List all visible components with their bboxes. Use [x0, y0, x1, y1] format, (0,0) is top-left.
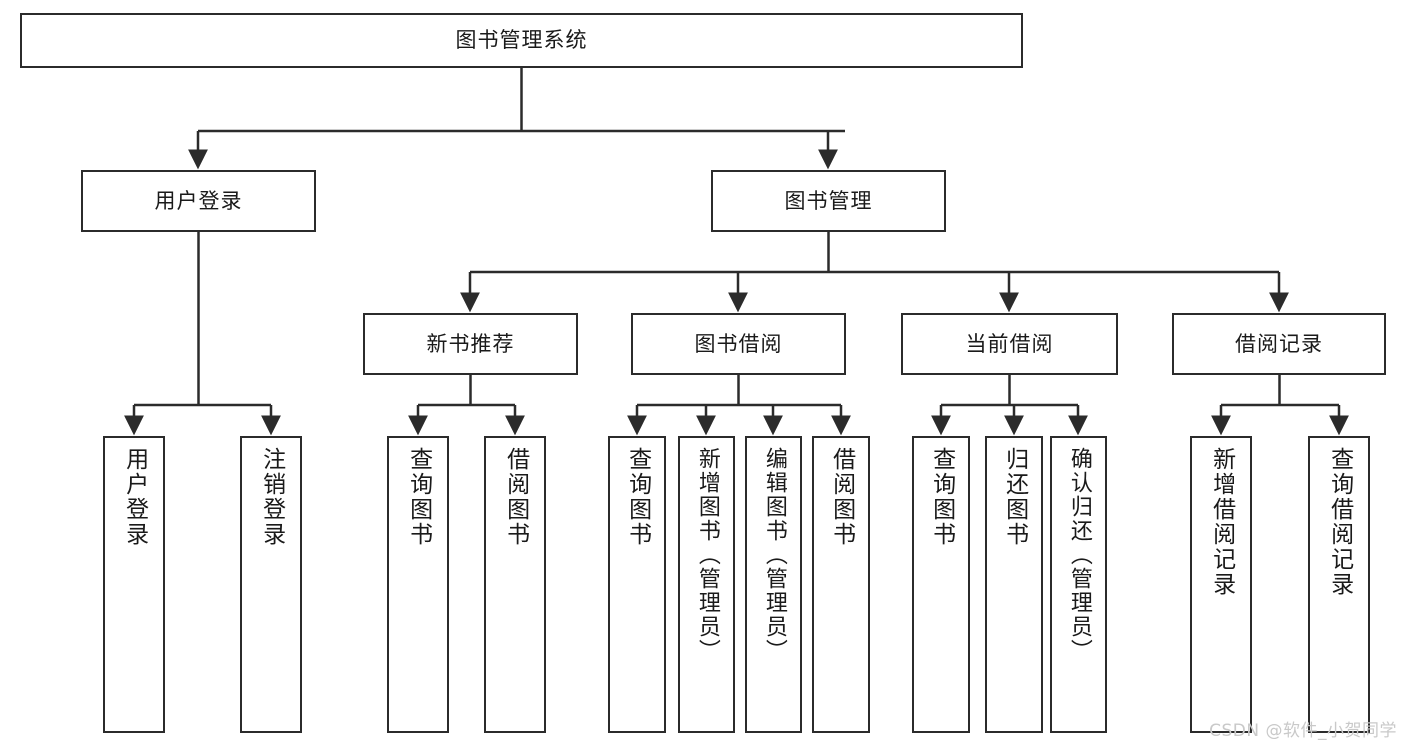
- node-leaf-borrow-book-recommend[interactable]: 借阅图书: [484, 436, 546, 733]
- node-leaf-query-borrow-record-label: 查询借阅记录: [1326, 447, 1353, 597]
- node-book-borrow-label: 图书借阅: [694, 331, 783, 356]
- node-book-borrow[interactable]: 图书借阅: [631, 313, 846, 375]
- node-leaf-borrow-book-recommend-label: 借阅图书: [502, 447, 529, 547]
- node-current-borrow[interactable]: 当前借阅: [901, 313, 1118, 375]
- watermark: CSDN @软件_小贺同学: [1209, 721, 1397, 741]
- node-user-login[interactable]: 用户登录: [81, 170, 316, 232]
- node-book-manage-label: 图书管理: [784, 188, 873, 213]
- node-leaf-confirm-return-admin[interactable]: 确认归还（管理员）: [1050, 436, 1107, 733]
- node-leaf-borrow-book-label: 借阅图书: [828, 447, 855, 547]
- node-new-book-recommend[interactable]: 新书推荐: [363, 313, 578, 375]
- node-root[interactable]: 图书管理系统: [20, 13, 1023, 68]
- node-leaf-add-book-admin[interactable]: 新增图书（管理员）: [678, 436, 735, 733]
- node-leaf-query-book-recommend-label: 查询图书: [405, 447, 432, 547]
- node-leaf-query-book-recommend[interactable]: 查询图书: [387, 436, 449, 733]
- node-leaf-edit-book-admin-label: 编辑图书（管理员）: [761, 447, 787, 663]
- node-leaf-user-login-label: 用户登录: [121, 447, 148, 547]
- node-leaf-edit-book-admin[interactable]: 编辑图书（管理员）: [745, 436, 802, 733]
- node-leaf-query-book-current[interactable]: 查询图书: [912, 436, 970, 733]
- node-leaf-borrow-book[interactable]: 借阅图书: [812, 436, 870, 733]
- node-root-label: 图书管理系统: [455, 28, 588, 52]
- node-leaf-add-borrow-record[interactable]: 新增借阅记录: [1190, 436, 1252, 733]
- node-user-login-label: 用户登录: [154, 188, 243, 213]
- node-borrow-record[interactable]: 借阅记录: [1172, 313, 1386, 375]
- node-leaf-query-borrow-record[interactable]: 查询借阅记录: [1308, 436, 1370, 733]
- node-book-manage[interactable]: 图书管理: [711, 170, 946, 232]
- node-leaf-query-book-borrow[interactable]: 查询图书: [608, 436, 666, 733]
- node-leaf-add-book-admin-label: 新增图书（管理员）: [694, 447, 720, 663]
- node-leaf-add-borrow-record-label: 新增借阅记录: [1208, 447, 1235, 597]
- node-leaf-user-login[interactable]: 用户登录: [103, 436, 165, 733]
- node-new-book-recommend-label: 新书推荐: [426, 331, 515, 356]
- node-leaf-user-logout-label: 注销登录: [258, 447, 285, 547]
- node-leaf-return-book-label: 归还图书: [1001, 447, 1028, 547]
- node-leaf-confirm-return-admin-label: 确认归还（管理员）: [1066, 447, 1092, 663]
- node-current-borrow-label: 当前借阅: [965, 331, 1054, 356]
- node-leaf-user-logout[interactable]: 注销登录: [240, 436, 302, 733]
- node-leaf-query-book-current-label: 查询图书: [928, 447, 955, 547]
- node-leaf-query-book-borrow-label: 查询图书: [624, 447, 651, 547]
- node-borrow-record-label: 借阅记录: [1235, 331, 1323, 356]
- node-leaf-return-book[interactable]: 归还图书: [985, 436, 1043, 733]
